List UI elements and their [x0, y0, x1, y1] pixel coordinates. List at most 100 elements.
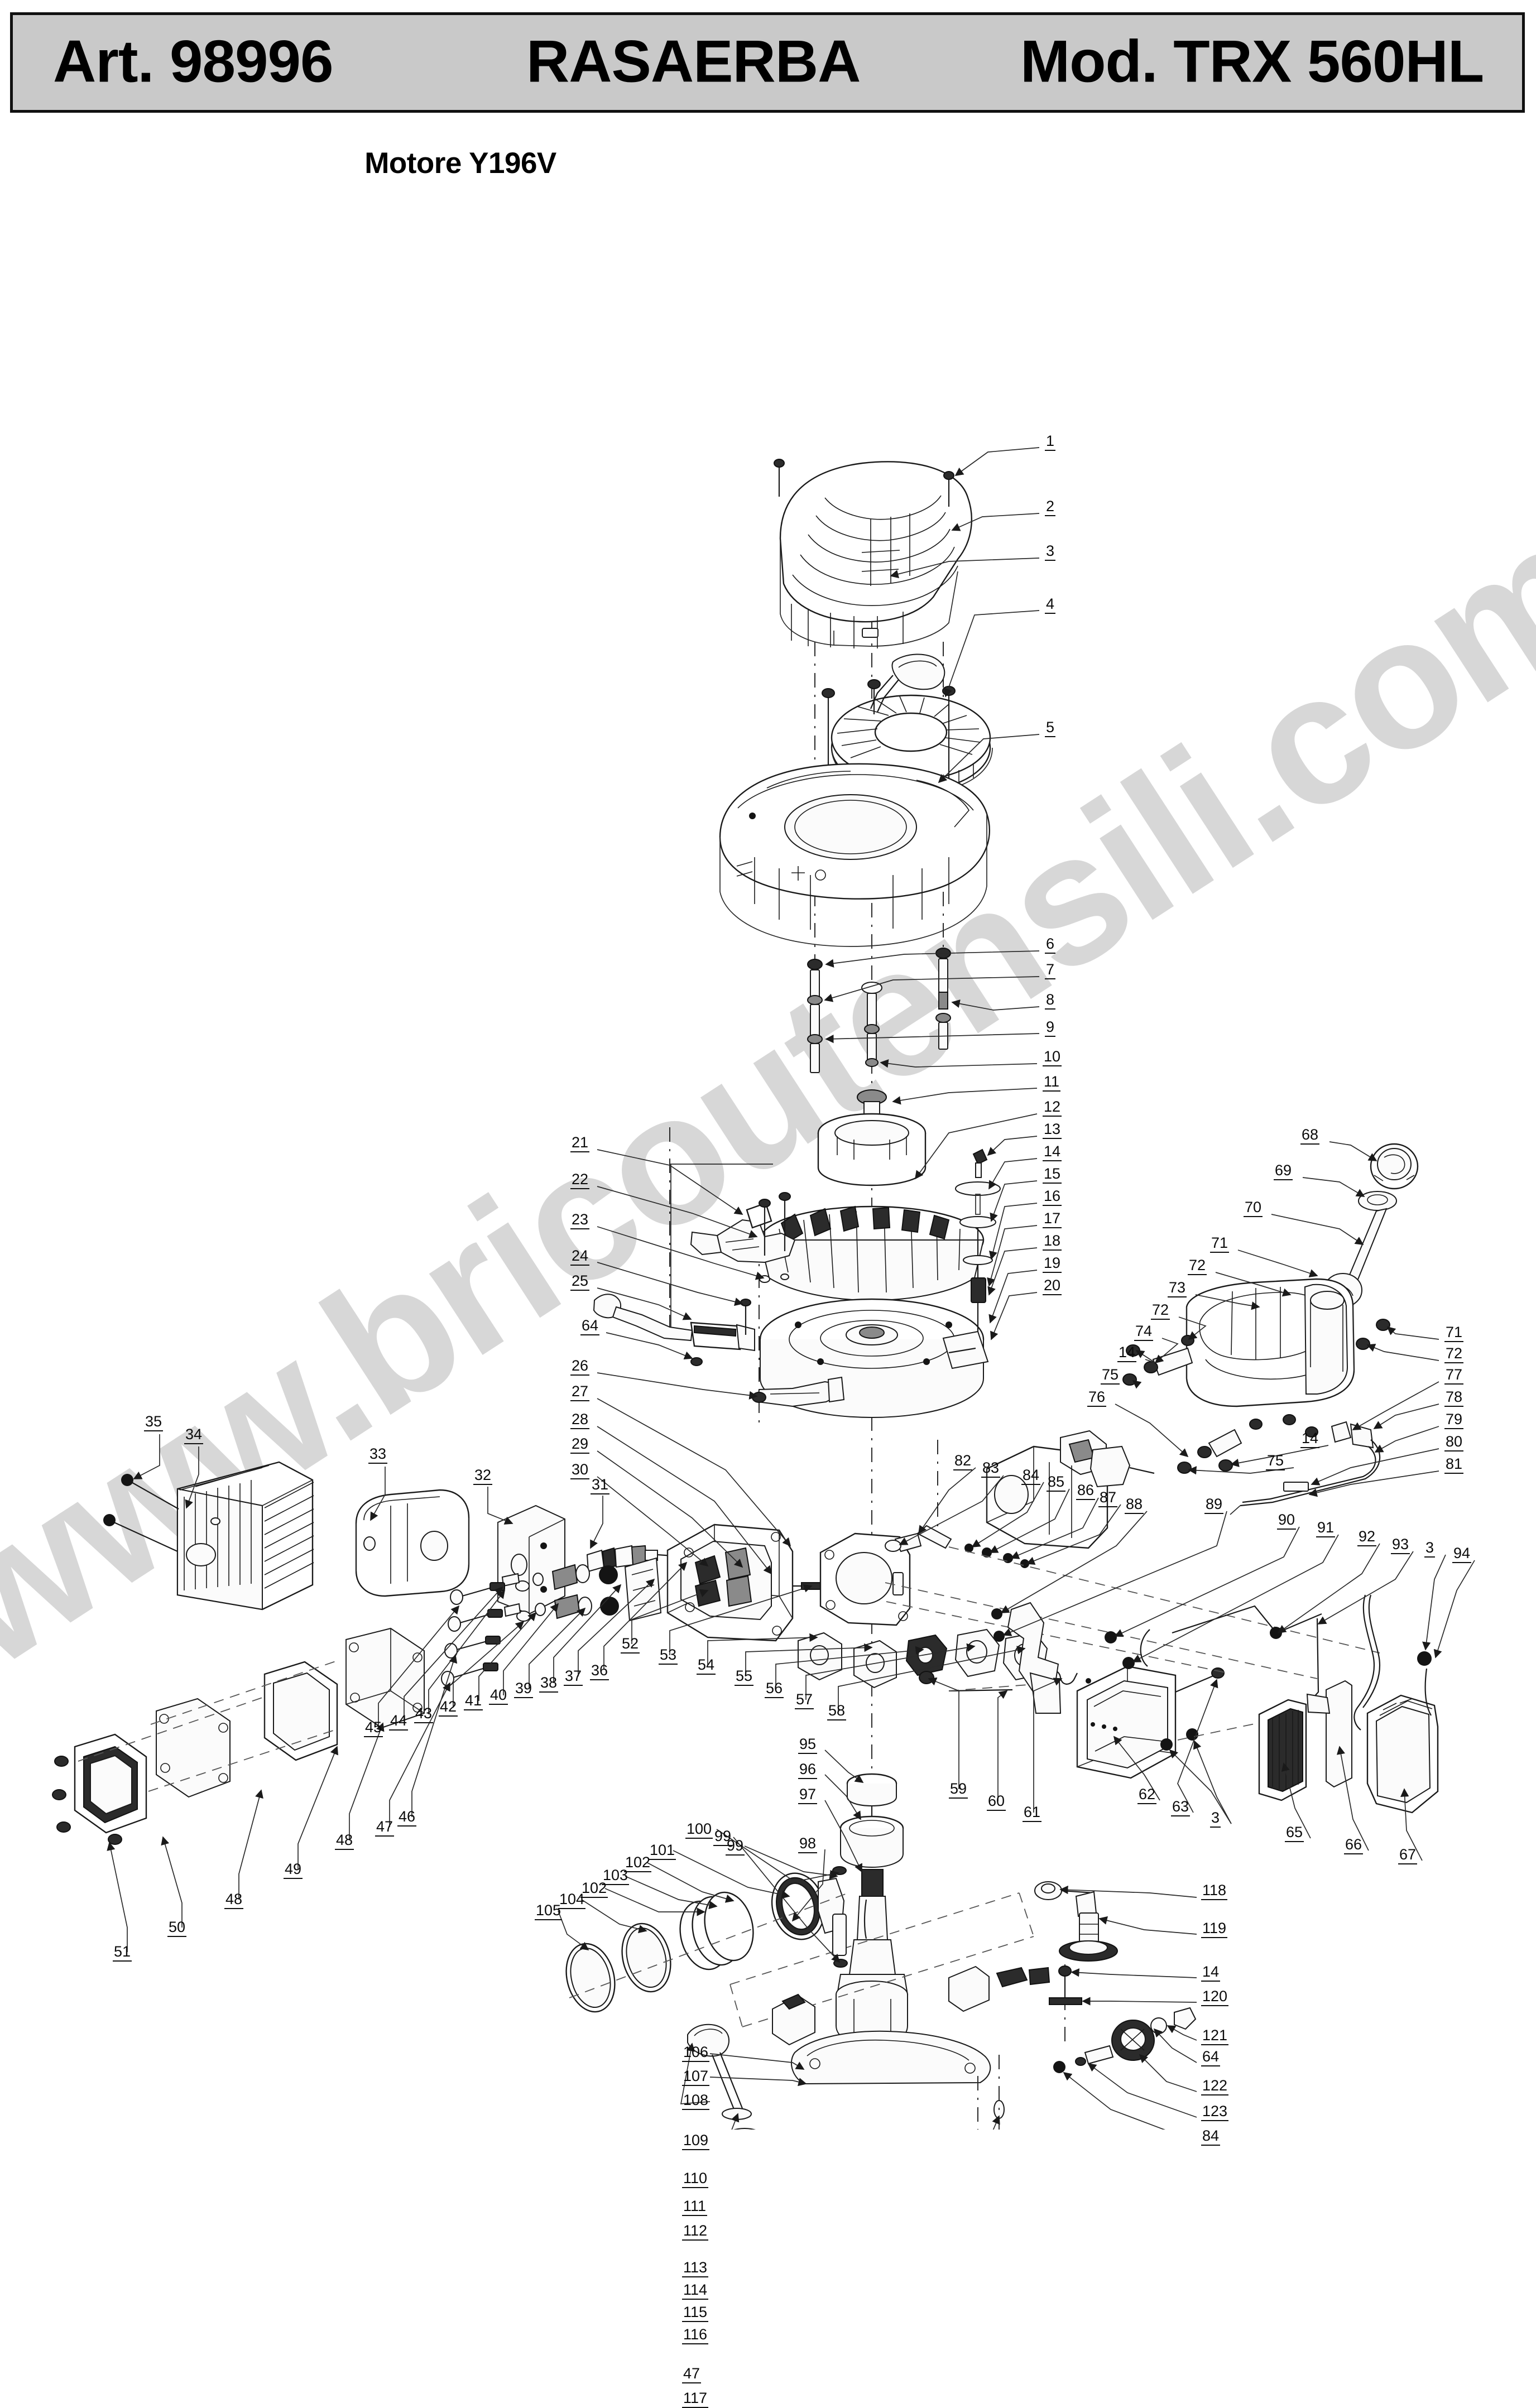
callout-34: 34 — [184, 1427, 204, 1444]
carburetor-assembly — [986, 1430, 1155, 1549]
callout-109: 109 — [682, 2133, 710, 2150]
callout-90: 90 — [1277, 1512, 1297, 1530]
callout-56: 56 — [765, 1681, 784, 1698]
callout-57: 57 — [795, 1692, 814, 1709]
callout-27: 27 — [570, 1384, 590, 1401]
callout-45: 45 — [364, 1720, 383, 1737]
callout-47: 47 — [682, 2366, 702, 2383]
article-number: Art. 98996 — [53, 27, 334, 95]
callout-87: 87 — [1098, 1490, 1118, 1507]
callout-29: 29 — [570, 1436, 590, 1454]
cylinder-block-finned — [176, 1461, 314, 1611]
callout-72: 72 — [1444, 1346, 1464, 1363]
callout-5: 5 — [1045, 720, 1056, 737]
callout-63: 63 — [1171, 1799, 1191, 1816]
muffler-cover — [355, 1489, 470, 1597]
cable-bracket — [752, 1376, 845, 1407]
spark-plug — [586, 1545, 674, 1573]
callout-71: 71 — [1210, 1236, 1230, 1253]
callout-15: 15 — [1043, 1166, 1062, 1184]
callout-33: 33 — [368, 1446, 388, 1464]
callout-32: 32 — [473, 1468, 493, 1485]
callout-105: 105 — [535, 1903, 563, 1920]
callout-7: 7 — [1045, 962, 1056, 979]
callout-75: 75 — [1266, 1453, 1285, 1470]
callout-70: 70 — [1244, 1200, 1263, 1217]
callout-55: 55 — [735, 1669, 754, 1686]
callout-113: 113 — [682, 2260, 709, 2277]
throttle-lever — [593, 1294, 755, 1366]
callout-47: 47 — [375, 1819, 395, 1837]
callout-76: 76 — [1087, 1390, 1107, 1407]
callout-122: 122 — [1201, 2078, 1229, 2095]
callout-91: 91 — [1316, 1520, 1336, 1537]
callout-92: 92 — [1357, 1529, 1377, 1546]
callout-40: 40 — [489, 1688, 508, 1705]
callout-88: 88 — [1125, 1497, 1144, 1514]
flywheel-assembly — [759, 1089, 985, 1419]
callout-71: 71 — [1444, 1325, 1464, 1342]
leader-lines — [107, 447, 1475, 2130]
callout-1: 1 — [1045, 434, 1056, 451]
callout-39: 39 — [514, 1681, 534, 1698]
callout-23: 23 — [570, 1212, 590, 1229]
governor-links — [919, 1670, 1091, 1692]
callout-112: 112 — [682, 2223, 709, 2241]
callout-38: 38 — [539, 1675, 559, 1693]
callout-78: 78 — [1444, 1390, 1464, 1407]
callout-84: 84 — [1021, 1468, 1041, 1485]
callout-79: 79 — [1444, 1412, 1464, 1429]
callout-72: 72 — [1151, 1302, 1170, 1320]
callout-101: 101 — [649, 1843, 676, 1860]
callout-68: 68 — [1300, 1127, 1320, 1145]
callout-14: 14 — [1117, 1345, 1137, 1362]
callout-14: 14 — [1043, 1144, 1062, 1161]
callout-24: 24 — [570, 1248, 590, 1266]
callout-117: 117 — [682, 2391, 709, 2408]
callout-108: 108 — [682, 2093, 710, 2110]
shroud-bolts — [807, 948, 951, 1073]
callout-62: 62 — [1137, 1787, 1157, 1804]
callout-31: 31 — [591, 1477, 610, 1494]
callout-86: 86 — [1076, 1483, 1096, 1500]
callout-102: 102 — [580, 1881, 608, 1898]
callout-19: 19 — [1043, 1256, 1062, 1273]
callout-41: 41 — [464, 1693, 483, 1710]
callout-115: 115 — [682, 2305, 709, 2322]
callout-3: 3 — [1210, 1810, 1221, 1828]
callout-44: 44 — [389, 1713, 409, 1731]
callout-97: 97 — [798, 1787, 818, 1804]
callout-114: 114 — [682, 2282, 709, 2300]
callout-21: 21 — [570, 1135, 590, 1152]
callout-96: 96 — [798, 1762, 818, 1779]
callout-111: 111 — [682, 2199, 708, 2216]
callout-81: 81 — [1444, 1457, 1464, 1474]
callout-6: 6 — [1045, 936, 1056, 954]
callout-49: 49 — [284, 1862, 303, 1879]
callout-8: 8 — [1045, 992, 1056, 1010]
rocker-cover-stack — [52, 1627, 425, 1845]
callout-95: 95 — [798, 1737, 818, 1754]
callout-74: 74 — [1134, 1324, 1154, 1341]
callout-51: 51 — [113, 1944, 132, 1962]
callout-30: 30 — [570, 1462, 590, 1479]
callout-98: 98 — [798, 1836, 818, 1853]
callout-48: 48 — [335, 1833, 354, 1850]
top-engine-cover — [779, 461, 972, 648]
callout-80: 80 — [1444, 1434, 1464, 1451]
callout-103: 103 — [602, 1868, 630, 1885]
callout-12: 12 — [1043, 1099, 1062, 1117]
callout-72: 72 — [1188, 1258, 1207, 1275]
callout-22: 22 — [570, 1172, 590, 1189]
callout-10: 10 — [1043, 1049, 1062, 1066]
head-bolts — [441, 1582, 505, 1686]
callout-119: 119 — [1201, 1921, 1228, 1938]
callout-104: 104 — [558, 1892, 586, 1909]
callout-58: 58 — [827, 1703, 847, 1720]
fuel-tank-assembly — [1122, 1143, 1419, 1515]
callout-2: 2 — [1045, 499, 1056, 516]
cover-screws — [774, 459, 954, 507]
callout-53: 53 — [659, 1647, 678, 1665]
callout-64: 64 — [1201, 2049, 1221, 2066]
callout-28: 28 — [570, 1412, 590, 1429]
